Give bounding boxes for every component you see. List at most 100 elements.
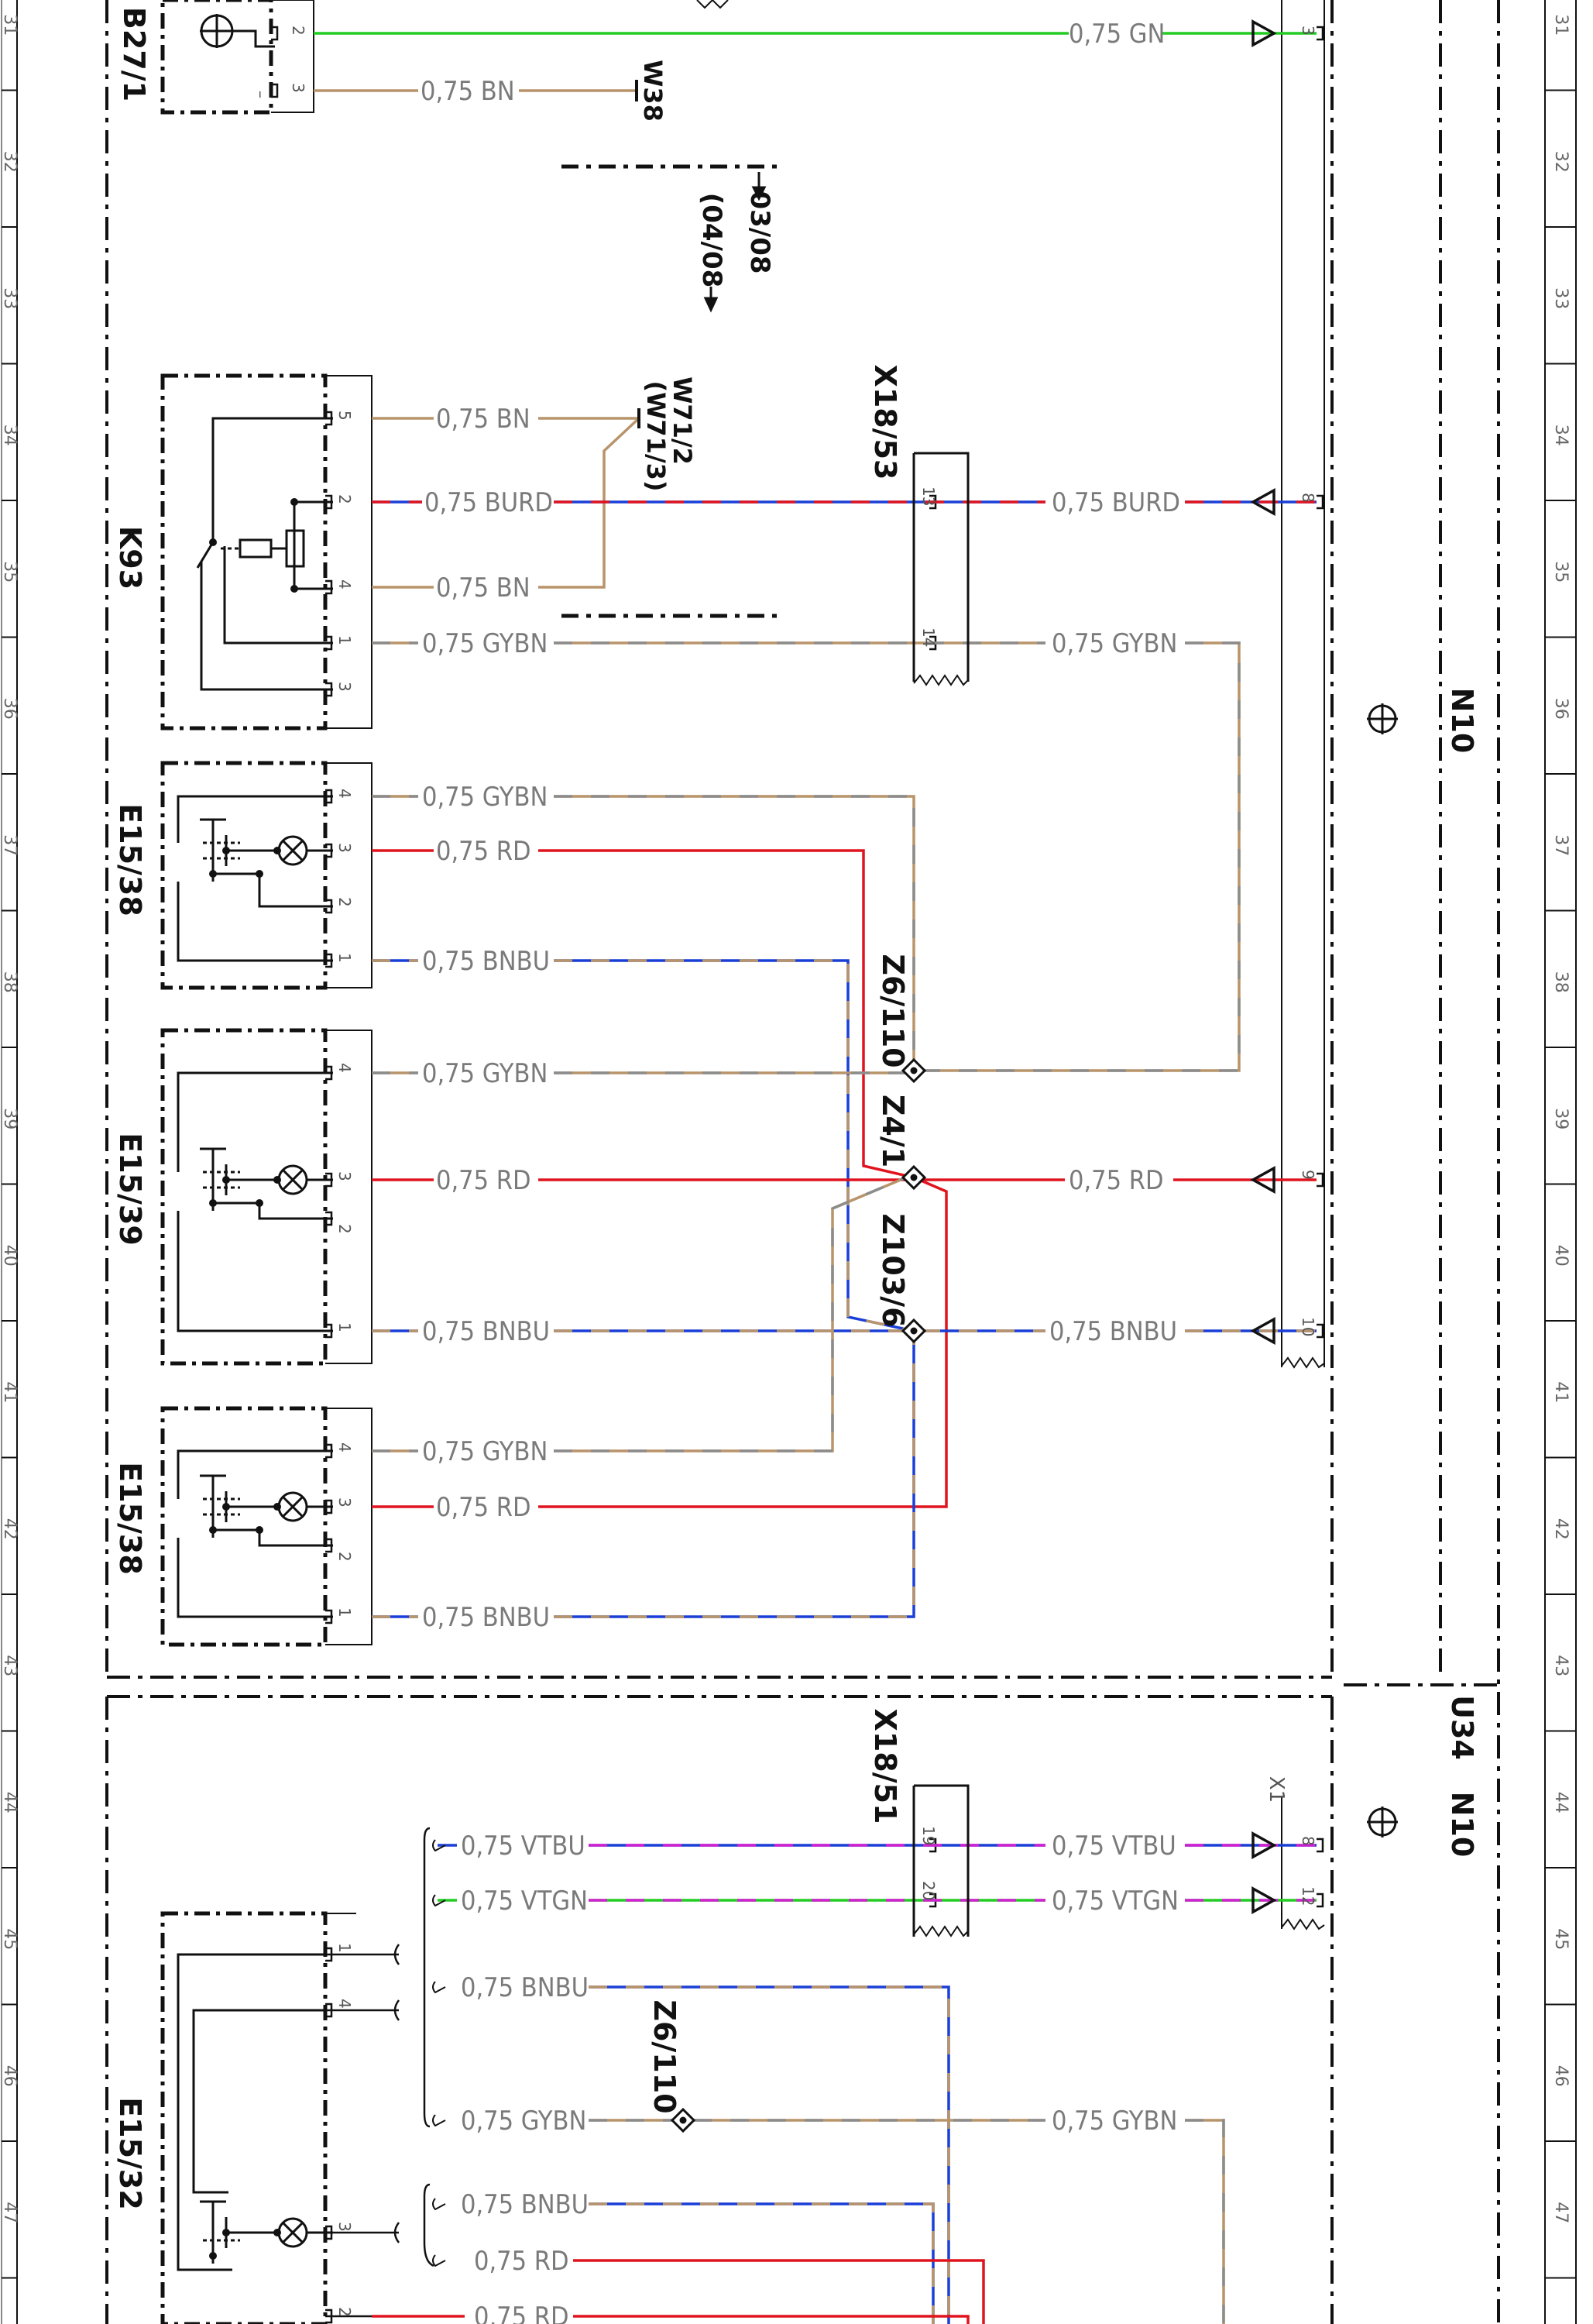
grid-number-right: 39: [1551, 1108, 1571, 1129]
wire-label-bnbu: 0,75 BNBU: [461, 1972, 589, 2003]
label-u34: U34: [1445, 1695, 1479, 1760]
label-x18-51: X18/51: [868, 1709, 902, 1824]
component-boxes: [160, 0, 328, 2324]
grid-number-right: 33: [1551, 287, 1571, 309]
grid-number-right: 34: [1551, 425, 1571, 446]
pin-tab: [325, 1172, 333, 1188]
wire-labels: 0,75 GN 0,75 BN 0,75 BN 0,75 BURD 0,75 B…: [421, 19, 1180, 2324]
pin-tab: [325, 953, 333, 968]
label-z6-110: Z6/110: [876, 954, 910, 1067]
wire-label-bnbu: 0,75 BNBU: [422, 1316, 550, 1347]
grid-number-left: 38: [0, 971, 19, 993]
pin-tab: [1317, 1893, 1324, 1908]
pin-number: 4: [335, 1999, 354, 2009]
pin-tab: [325, 682, 333, 697]
grid-number-right: 42: [1551, 1518, 1571, 1540]
pin-tab: [1317, 1172, 1324, 1188]
label-e15-38: E15/38: [113, 803, 147, 916]
lamp-switch-symbol: [177, 1071, 333, 1332]
pin-number: 3: [289, 83, 307, 93]
pin-number: 4: [335, 579, 354, 590]
wire-label-gybn: 0,75 GYBN: [422, 1436, 548, 1467]
wire-label-gn: 0,75 GN: [1069, 19, 1165, 50]
ground-symbol-1: [1367, 703, 1398, 734]
pin-tab: [325, 1609, 333, 1624]
label-x18-53: X18/53: [868, 365, 902, 480]
pin-tab: [325, 635, 333, 651]
grid-number-left: 35: [0, 561, 19, 583]
pin-number: 4: [335, 1063, 354, 1073]
wire-label-bnbu: 0,75 BNBU: [422, 946, 550, 977]
wire-label-vtgn: 0,75 VTGN: [461, 1886, 588, 1917]
pin-tab: [325, 411, 333, 426]
wire-label-bn: 0,75 BN: [421, 76, 515, 107]
pin-tab: [325, 899, 333, 914]
wire-label-bnbu: 0,75 BNBU: [422, 1602, 550, 1633]
label-n10: N10: [1445, 688, 1479, 754]
k93-relay-symbol: [196, 417, 333, 691]
grid-number-left: 46: [0, 2065, 19, 2087]
label-b27-1: B27/1: [117, 7, 151, 101]
grid-number-left: 33: [0, 287, 19, 309]
grid-number-right: 36: [1551, 698, 1571, 720]
grid-number-right: 32: [1551, 151, 1571, 173]
label-z103-6: Z103/6: [876, 1213, 910, 1327]
grid-number-left: 39: [0, 1108, 19, 1129]
lamp-switch-symbol: [177, 795, 333, 962]
label-e15-38: E15/38: [113, 1462, 147, 1575]
ground-symbol-2: [1367, 1807, 1398, 1838]
pin-number: 1: [335, 953, 354, 963]
wire-label-gybn: 0,75 GYBN: [1052, 2106, 1177, 2137]
pin-number: 1: [335, 1607, 354, 1618]
pin-number: 8: [1299, 1836, 1317, 1846]
pin-number: 2: [335, 897, 354, 907]
grid-number-left: 41: [0, 1381, 19, 1403]
grid-ticks: [2, 89, 1576, 2279]
pin-number: 1: [335, 1943, 354, 1953]
validity-from: 03/08: [744, 191, 775, 273]
k93-junction-dots: [209, 498, 298, 593]
wire-label-bnbu: 0,75 BNBU: [461, 2189, 589, 2220]
validity-to: (04/08: [696, 193, 727, 288]
pin-number: 9: [1299, 1170, 1317, 1180]
pin-number: 3: [335, 1171, 354, 1181]
pin-tab: [325, 1443, 333, 1459]
grid-number-right: 45: [1551, 1928, 1571, 1950]
label-e15-39: E15/39: [113, 1133, 147, 1246]
grid-number-right: 47: [1551, 2202, 1571, 2223]
pin-number: 3: [335, 682, 354, 692]
pin-tab: [325, 1538, 333, 1553]
wire-label-rd: 0,75 RD: [436, 836, 531, 867]
pin-number: 8: [1299, 493, 1317, 503]
component-housings: [271, 0, 373, 1914]
wire-label-bnbu: 0,75 BNBU: [1049, 1316, 1177, 1347]
validity-arrows: [703, 172, 767, 313]
x18-ends: [913, 674, 1325, 1937]
pin-tab: [1317, 26, 1324, 41]
grid-left: [1, 0, 18, 2324]
grid-number-right: 31: [1551, 14, 1571, 36]
boundaries: [105, 0, 1500, 2324]
grid-number-left: 34: [0, 425, 19, 446]
pin-number: 1: [335, 635, 354, 645]
pin-number: 20: [919, 1881, 938, 1900]
label-k93: K93: [113, 526, 147, 590]
label-w71-3: (W71/3): [641, 380, 671, 491]
x18-frames: [912, 452, 970, 1937]
e15-32-internal: [177, 1953, 325, 2271]
reference-labels: B27/1 K93 E15/38 E15/39 E15/38 E15/32 N1…: [113, 7, 1479, 2210]
wire-label-bn: 0,75 BN: [436, 404, 530, 435]
label-z6-110: Z6/110: [647, 1999, 681, 2113]
grid-right: [1544, 0, 1577, 2324]
pin-tab: [325, 494, 333, 510]
lamp-switch-symbol: [200, 2200, 333, 2264]
pin-tab: [271, 83, 279, 98]
grid-number-left: 32: [0, 151, 19, 173]
n10-rails: [1281, 0, 1325, 1929]
pin-tab: [271, 26, 279, 41]
pin-number: 2: [335, 1224, 354, 1234]
label-w38: W38: [638, 60, 668, 122]
pin-number: 4: [335, 1442, 354, 1452]
pin-tab: [325, 1499, 333, 1514]
